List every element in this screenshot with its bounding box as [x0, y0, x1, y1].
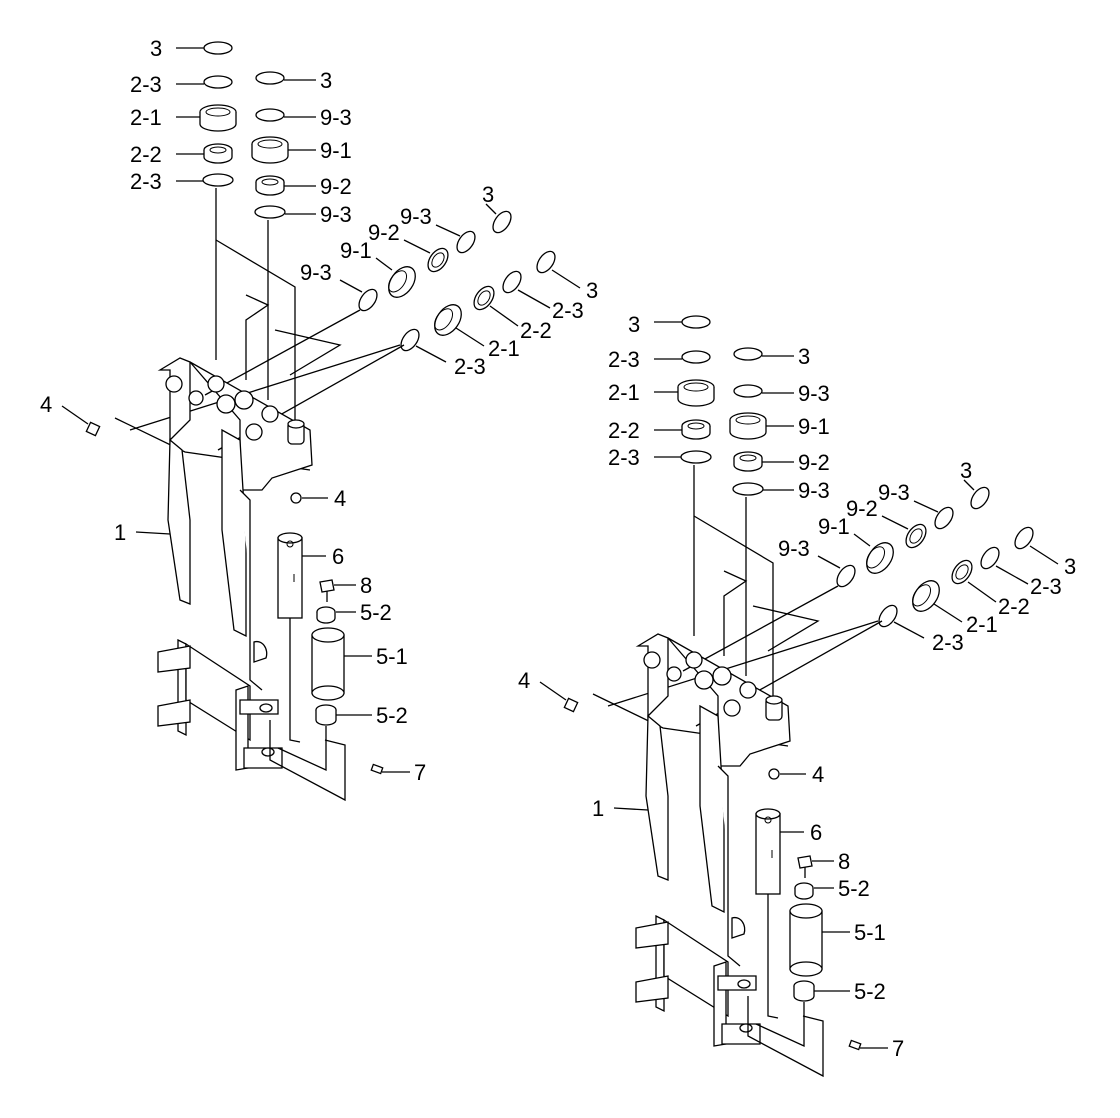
bearing-part: [255, 175, 285, 196]
callout: 2-3: [1030, 574, 1062, 599]
callout: 3: [960, 458, 972, 483]
callout: 2-1: [488, 336, 520, 361]
stack-c-parts: [358, 210, 512, 312]
callout: 9-3: [778, 536, 810, 561]
callout: 9-2: [368, 220, 400, 245]
ring-part: [254, 205, 286, 219]
callout: 5-1: [854, 920, 886, 945]
stack-a-parts: [199, 41, 237, 360]
callout: 2-2: [998, 594, 1030, 619]
ring-part: [202, 173, 234, 187]
callout: 9-2: [320, 174, 352, 199]
bushing-part: [199, 104, 237, 132]
frame-part: [635, 633, 791, 1047]
bushing-part: [251, 136, 289, 164]
pin-part: [277, 532, 303, 619]
nut-part: [290, 492, 302, 504]
callout: 9-2: [846, 496, 878, 521]
callout: 4: [40, 392, 52, 417]
callout: 9-2: [798, 450, 830, 475]
callout: 9-1: [818, 514, 850, 539]
callout: 9-3: [798, 381, 830, 406]
ring-part: [203, 75, 233, 89]
callout: 9-3: [320, 105, 352, 130]
callout: 2-1: [608, 380, 640, 405]
stack-b-parts: [251, 71, 289, 400]
callout: 6: [332, 544, 344, 569]
callout: 3: [628, 312, 640, 337]
stack-a-parts: [677, 315, 715, 636]
collar-part: [316, 606, 336, 624]
callout: 2-3: [454, 354, 486, 379]
callout: 9-3: [798, 478, 830, 503]
callout: 3: [482, 182, 494, 207]
leader-lines: [61, 47, 581, 773]
callout: 3: [798, 344, 810, 369]
callout: 2-3: [130, 72, 162, 97]
stack-b-parts: [729, 347, 767, 676]
callout: 2-3: [552, 298, 584, 323]
callout: 5-2: [854, 979, 886, 1004]
stack-d-parts: [400, 250, 556, 352]
callout: 5-1: [376, 644, 408, 669]
callout: 4: [334, 486, 346, 511]
callout: 8: [838, 849, 850, 874]
callout: 1: [114, 520, 126, 545]
callout-labels: 3 2-3 2-1 2-2 2-3 3 9-3 9-1 9-2 9-3 3 9-…: [40, 36, 598, 785]
assembly-right: 3 2-3 2-1 2-2 2-3 3 9-3 9-1 9-2 9-3 3 9-…: [518, 312, 1076, 1078]
callout: 5-2: [360, 600, 392, 625]
callout: 5-2: [838, 876, 870, 901]
small-parts: [85, 421, 384, 802]
callout: 2-2: [520, 318, 552, 343]
callout: 2-3: [608, 445, 640, 470]
callout: 3: [1064, 554, 1076, 579]
callout: 1: [592, 796, 604, 821]
ring-part: [255, 71, 285, 85]
bearing-part: [203, 143, 233, 164]
set-screw-part: [370, 763, 384, 775]
callout: 5-2: [376, 703, 408, 728]
callout: 9-1: [320, 138, 352, 163]
stack-c-parts: [836, 486, 990, 588]
leader-lines: [539, 321, 1059, 1049]
frame-part: [157, 357, 313, 771]
small-parts: [563, 697, 862, 1078]
callout: 2-1: [966, 612, 998, 637]
callout: 9-3: [400, 204, 432, 229]
callout: 2-2: [608, 418, 640, 443]
callout: 2-3: [932, 630, 964, 655]
callout: 2-1: [130, 105, 162, 130]
callout: 9-3: [320, 202, 352, 227]
stack-d-parts: [878, 526, 1034, 628]
callout-labels: 3 2-3 2-1 2-2 2-3 3 9-3 9-1 9-2 9-3 3 9-…: [518, 312, 1076, 1061]
callout: 2-3: [608, 347, 640, 372]
bolt-part: [85, 421, 101, 437]
callout: 3: [150, 36, 162, 61]
callout: 9-1: [340, 238, 372, 263]
callout: 2-3: [130, 169, 162, 194]
callout: 3: [586, 278, 598, 303]
callout: 3: [320, 68, 332, 93]
grease-fitting-part: [319, 579, 335, 602]
callout: 9-1: [798, 414, 830, 439]
collar-part: [315, 704, 337, 726]
callout: 9-3: [878, 480, 910, 505]
callout: 4: [518, 668, 530, 693]
callout: 6: [810, 820, 822, 845]
assembly-left: 3 2-3 2-1 2-2 2-3 3 9-3 9-1 9-2 9-3 3 9-…: [40, 36, 598, 802]
callout: 7: [414, 760, 426, 785]
callout: 7: [892, 1036, 904, 1061]
ring-part: [203, 41, 233, 55]
callout: 2-2: [130, 142, 162, 167]
bushing-sleeve-part: [311, 627, 345, 701]
callout: 9-3: [300, 260, 332, 285]
callout: 8: [360, 573, 372, 598]
callout: 4: [812, 762, 824, 787]
ring-part: [255, 108, 285, 122]
